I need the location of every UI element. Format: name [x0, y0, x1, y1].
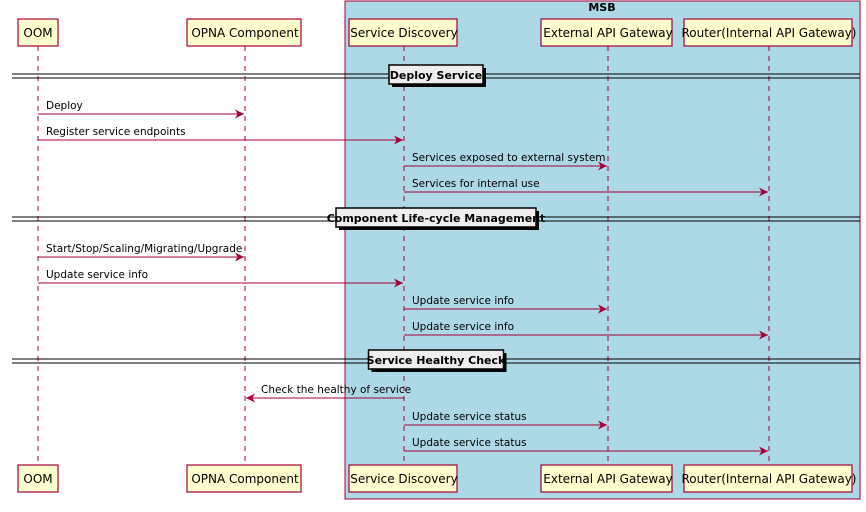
message-label-3: Services exposed to external system — [412, 152, 606, 164]
participant-box-oom-top — [17, 18, 59, 47]
message-label-11: Update service status — [412, 437, 527, 449]
participant-box-external-api-gateway-top — [540, 18, 673, 47]
participant-label-external-api-gateway-bottom: External API Gateway — [543, 472, 672, 486]
participant-box-opna-component-bottom — [186, 464, 302, 493]
message-label-2: Register service endpoints — [46, 126, 186, 138]
separator-title-service-healthy-check: Service Healthy Check — [367, 354, 506, 367]
message-label-4: Services for internal use — [412, 178, 540, 190]
separator-box-component-life-cycle-management — [335, 207, 537, 228]
participant-label-router-internal-api-gateway-top: Router(Internal API Gateway) — [681, 26, 856, 40]
message-label-9: Check the healthy of service — [261, 384, 411, 396]
participant-label-service-discovery-bottom: Service Discovery — [350, 472, 457, 486]
separator-box-deploy-service — [388, 64, 484, 85]
message-label-8: Update service info — [412, 321, 514, 333]
msb-box-title: MSB — [588, 1, 615, 14]
participant-label-oom-bottom: OOM — [23, 472, 52, 486]
participant-box-external-api-gateway-bottom — [540, 464, 673, 493]
message-label-5: Start/Stop/Scaling/Migrating/Upgrade — [46, 243, 242, 255]
participant-label-opna-component-bottom: OPNA Component — [191, 472, 299, 486]
separator-title-component-life-cycle-management: Component Life-cycle Management — [327, 212, 546, 225]
participant-label-router-internal-api-gateway-bottom: Router(Internal API Gateway) — [681, 472, 856, 486]
participant-box-opna-component-top — [186, 18, 302, 47]
message-label-7: Update service info — [412, 295, 514, 307]
participant-box-router-internal-api-gateway-bottom — [683, 464, 853, 493]
message-label-1: Deploy — [46, 100, 83, 112]
separator-box-service-healthy-check — [367, 349, 505, 370]
participant-box-oom-bottom — [17, 464, 59, 493]
participant-box-router-internal-api-gateway-top — [683, 18, 853, 47]
participant-label-oom-top: OOM — [23, 26, 52, 40]
participant-box-service-discovery-top — [348, 18, 458, 47]
participant-box-service-discovery-bottom — [348, 464, 458, 493]
participant-label-service-discovery-top: Service Discovery — [350, 26, 457, 40]
separator-title-deploy-service: Deploy Service — [390, 69, 483, 82]
participant-label-opna-component-top: OPNA Component — [191, 26, 299, 40]
message-label-6: Update service info — [46, 269, 148, 281]
message-label-10: Update service status — [412, 411, 527, 423]
participant-label-external-api-gateway-top: External API Gateway — [543, 26, 672, 40]
